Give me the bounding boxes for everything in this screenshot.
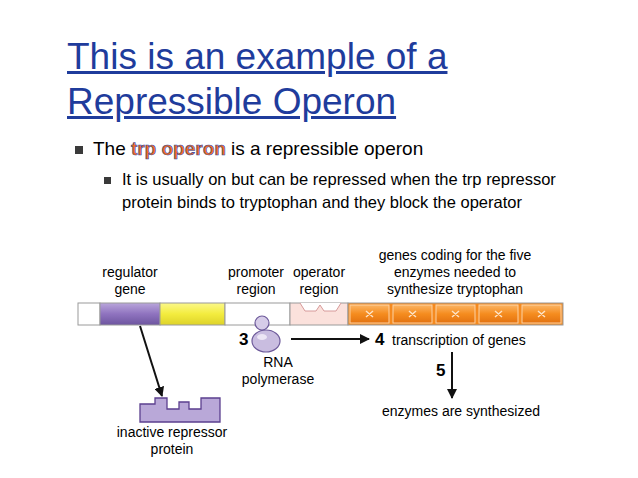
bullet-mark [75, 146, 83, 154]
synthesis-arrow [451, 352, 453, 398]
sub-bullet-text: It is usually on but can be repressed wh… [122, 168, 592, 214]
regulator-gene-region: regulator gene [97, 262, 163, 326]
region-label: genes coding for the five enzymes needed… [371, 247, 539, 298]
region-label: inactive repressor protein [107, 424, 237, 458]
label-holder: transcription of genes [392, 331, 560, 349]
callout-number: 5 [436, 361, 445, 381]
rna-polymerase-shape: RNA polymerase [238, 313, 318, 390]
highlighted-term: trp operon [131, 138, 226, 159]
repressor-symbol [107, 396, 237, 424]
label-holder: 4 [375, 330, 384, 350]
structural-genes-region: genes coding for the five enzymes needed… [348, 247, 562, 326]
step-label: transcription of genes [392, 331, 560, 349]
connector-arrow [140, 326, 162, 396]
operator-region: operator region [289, 262, 349, 326]
polymerase-symbol [238, 313, 318, 354]
label-holder: enzymes are synthesized [382, 402, 560, 420]
bullet-mark [104, 177, 111, 184]
label-holder: 3 [239, 330, 248, 350]
label-holder: It is usually on but can be repressed wh… [122, 168, 592, 214]
region-label: RNA polymerase [238, 354, 318, 388]
label-holder: 5 [436, 361, 445, 381]
bullet-text: is a repressible operon [231, 138, 423, 159]
bullet-text: The [93, 138, 126, 159]
step-label: enzymes are synthesized [382, 402, 560, 420]
bullet-line: Thetrp operonis a repressible operon [93, 137, 623, 161]
region-label: operator region [289, 262, 349, 298]
transcription-arrow [291, 338, 369, 340]
region-label: regulator gene [97, 262, 163, 298]
dna-bar [78, 303, 563, 325]
callout-number: 3 [239, 330, 248, 350]
promoter-region: promoter region [222, 262, 290, 326]
repressor-protein-shape: inactive repressor protein [107, 396, 237, 460]
region-label: promoter region [222, 262, 290, 298]
title-holder: This is an example of a Repressible Oper… [67, 34, 537, 124]
callout-number: 4 [375, 330, 384, 350]
slide-title: This is an example of a Repressible Oper… [67, 34, 537, 124]
